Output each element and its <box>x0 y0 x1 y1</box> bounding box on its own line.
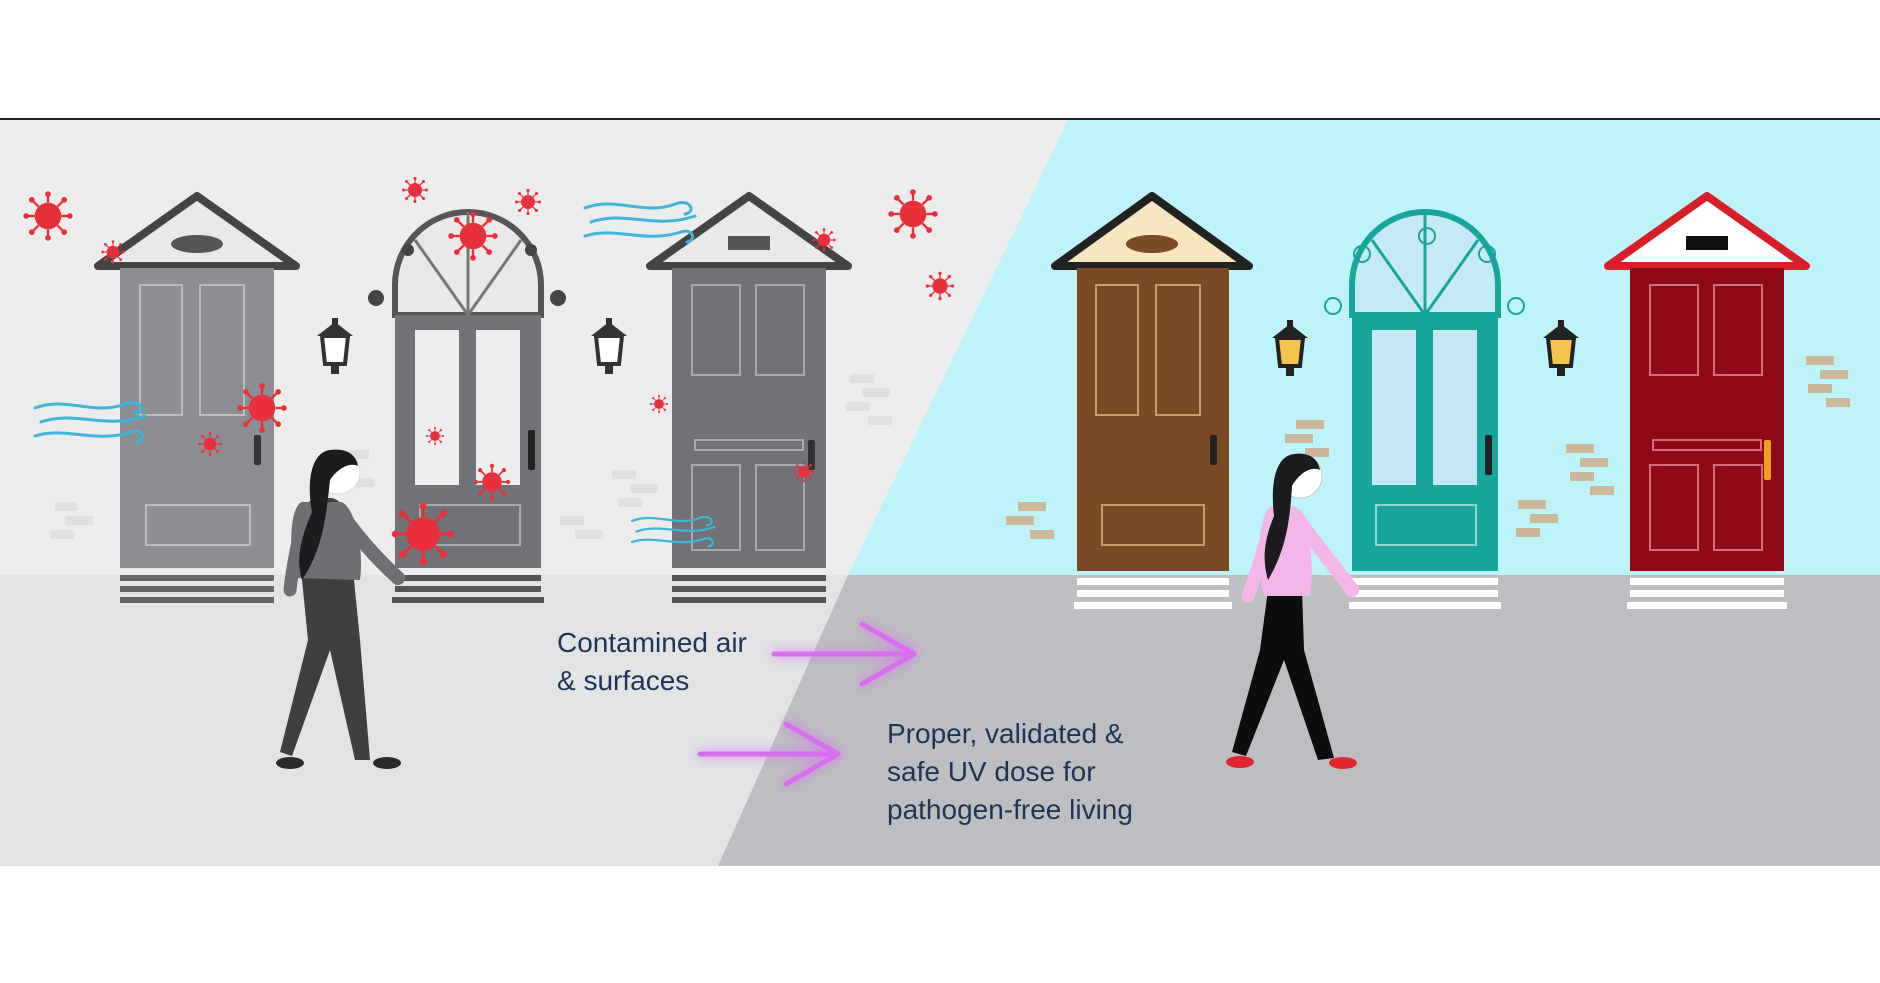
virus-icon <box>236 382 288 434</box>
teal-door-icon <box>1324 209 1525 609</box>
virus-icon <box>390 501 456 567</box>
uv-arrow-1-icon <box>771 621 917 687</box>
scene-graphic <box>0 120 1880 866</box>
caption-line: safe UV dose for <box>887 756 1096 787</box>
caption-contaminated: Contamined air & surfaces <box>557 624 747 700</box>
virus-icon <box>425 426 445 446</box>
right-ground <box>718 575 1880 866</box>
uv-arrow-2-icon <box>697 721 841 787</box>
virus-icon <box>447 210 499 262</box>
red-door-icon <box>1604 192 1810 609</box>
virus-icon <box>472 462 512 502</box>
left-door-1-icon <box>94 192 300 603</box>
virus-icon <box>793 461 815 483</box>
left-bricks <box>50 374 892 539</box>
person-pink-icon <box>1226 453 1359 769</box>
virus-icon <box>100 239 126 265</box>
left-door-2-icon <box>368 209 566 603</box>
person-gray-icon <box>276 449 405 769</box>
virus-icon <box>811 227 837 253</box>
caption-uv-dose: Proper, validated & safe UV dose for pat… <box>887 715 1133 829</box>
caption-line: & surfaces <box>557 665 690 696</box>
virus-icon <box>649 394 669 414</box>
virus-icon <box>887 188 939 240</box>
virus-icon <box>401 176 429 204</box>
virus-icon <box>514 188 542 216</box>
illustration-scene: Contamined air & surfaces Proper, valida… <box>0 118 1880 866</box>
caption-line: pathogen-free living <box>887 794 1133 825</box>
caption-line: Contamined air <box>557 627 747 658</box>
right-bricks <box>1006 356 1850 539</box>
virus-icon <box>925 271 955 301</box>
virus-icon <box>22 190 74 242</box>
virus-icon <box>197 431 223 457</box>
caption-line: Proper, validated & <box>887 718 1124 749</box>
brown-door-icon <box>1051 192 1253 609</box>
